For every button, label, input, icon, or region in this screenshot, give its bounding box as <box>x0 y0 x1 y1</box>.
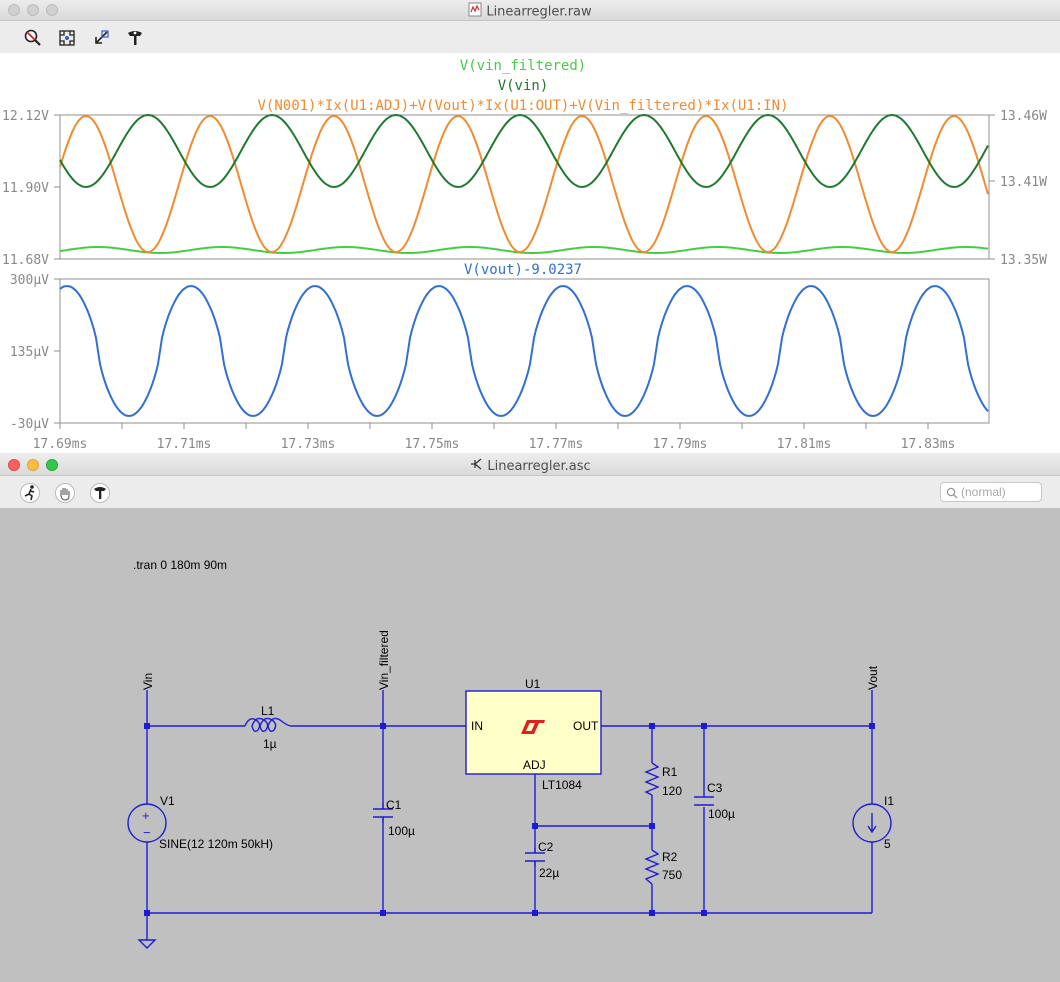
c2-label: C2 <box>538 840 554 854</box>
y-tick-label: 135µV <box>10 345 49 360</box>
waveform-toolbar <box>0 21 1060 53</box>
capacitor-c1[interactable]: C1 100µ <box>373 798 415 838</box>
search-input[interactable]: (normal) <box>940 482 1042 502</box>
trace-vin-filtered <box>59 246 989 254</box>
trace-label-vin-filtered[interactable]: V(vin_filtered) <box>460 58 586 74</box>
schematic-toolbar: (normal) <box>0 476 1060 508</box>
c2-value: 22µ <box>539 866 559 880</box>
u1-part: LT1084 <box>542 778 582 792</box>
minimize-button[interactable] <box>27 459 39 471</box>
net-label-vout[interactable]: Vout <box>866 665 880 690</box>
zoom-cancel-icon[interactable] <box>22 27 44 49</box>
trace-power <box>59 114 989 254</box>
close-button[interactable] <box>8 4 20 16</box>
r1-label: R1 <box>662 765 678 779</box>
v1-label: V1 <box>160 794 175 808</box>
y2-tick-label: 13.46W <box>1000 109 1047 124</box>
x-tick-label: 17.83ms <box>901 437 956 452</box>
u1-pin-adj: ADJ <box>523 758 546 772</box>
schematic-window: Linearregler.asc (normal) .tran 0 180m 9… <box>0 455 1060 982</box>
current-source-i1[interactable]: I1 5 <box>852 794 894 851</box>
y2-tick-label: 13.35W <box>1000 253 1047 268</box>
l1-value: 1µ <box>263 737 277 751</box>
y-tick-label: 11.90V <box>2 181 49 196</box>
wires <box>146 690 873 940</box>
hammer-icon[interactable] <box>124 27 146 49</box>
l1-label: L1 <box>261 704 275 718</box>
close-button[interactable] <box>8 459 20 471</box>
search-icon <box>946 486 958 504</box>
i1-label: I1 <box>884 794 894 808</box>
y-tick-label: 300µV <box>10 273 49 288</box>
bottom-pane-frame <box>59 278 990 424</box>
x-axis: 17.69ms 17.71ms 17.73ms 17.75ms 17.77ms 17.79… <box>33 423 956 452</box>
resistor-r2[interactable]: R2 750 <box>644 849 682 885</box>
x-tick-label: 17.73ms <box>281 437 336 452</box>
plot-area[interactable]: V(vin_filtered) V(vin) V(N001)*Ix(U1:ADJ… <box>0 53 1060 453</box>
x-tick-label: 17.77ms <box>529 437 584 452</box>
schematic-titlebar: Linearregler.asc <box>0 455 1060 476</box>
c3-value: 100µ <box>708 807 735 821</box>
trace-vout <box>59 285 989 417</box>
junction-dots <box>144 723 875 916</box>
schematic-file-icon <box>469 457 483 476</box>
autorange-icon[interactable] <box>56 27 78 49</box>
capacitor-c3[interactable]: C3 100µ <box>694 781 735 821</box>
zoom-back-icon[interactable] <box>90 27 112 49</box>
pan-hand-icon[interactable] <box>54 482 76 504</box>
window-title: Linearregler.asc <box>487 459 591 474</box>
u1-pin-out: OUT <box>573 719 599 733</box>
x-tick-label: 17.75ms <box>405 437 460 452</box>
zoom-button[interactable] <box>46 459 58 471</box>
regulator-u1[interactable]: U1 IN OUT ADJ LT1084 <box>465 677 602 792</box>
plus-sign: + <box>142 808 150 823</box>
r1-value: 120 <box>662 784 682 798</box>
c1-value: 100µ <box>388 824 415 838</box>
net-label-vin[interactable]: Vin <box>141 673 155 690</box>
voltage-source-v1[interactable]: + − V1 SINE(12 120m 50kH) <box>127 794 273 851</box>
y-tick-label: 12.12V <box>2 109 49 124</box>
resistor-r1[interactable]: R1 120 <box>644 762 682 798</box>
y-tick-label: 11.68V <box>2 253 49 268</box>
hammer-icon[interactable] <box>89 482 111 504</box>
c1-label: C1 <box>386 798 402 812</box>
search-placeholder: (normal) <box>961 485 1006 499</box>
schematic-drawing[interactable]: .tran 0 180m 90m <box>0 508 1060 982</box>
u1-pin-in: IN <box>471 719 483 733</box>
y2-tick-label: 13.41W <box>1000 175 1047 190</box>
minimize-button[interactable] <box>27 4 39 16</box>
u1-label: U1 <box>525 677 541 691</box>
spice-directive[interactable]: .tran 0 180m 90m <box>133 558 227 572</box>
x-tick-label: 17.69ms <box>33 437 88 452</box>
x-tick-label: 17.79ms <box>653 437 708 452</box>
r2-label: R2 <box>662 850 678 864</box>
waveform-plot[interactable]: V(vin_filtered) V(vin) V(N001)*Ix(U1:ADJ… <box>0 53 1060 453</box>
inductor-l1[interactable]: L1 1µ <box>244 704 292 751</box>
top-pane-frame <box>59 114 990 260</box>
zoom-button[interactable] <box>46 4 58 16</box>
v1-value: SINE(12 120m 50kH) <box>159 837 273 851</box>
y-tick-label: -30µV <box>10 417 49 432</box>
run-icon[interactable] <box>19 482 41 504</box>
schematic-canvas[interactable]: .tran 0 180m 90m <box>0 508 1060 982</box>
trace-vin <box>59 113 989 189</box>
capacitor-c2[interactable]: C2 22µ <box>525 840 559 880</box>
i1-value: 5 <box>884 837 891 851</box>
net-label-vin-filtered[interactable]: Vin_filtered <box>377 630 391 690</box>
waveform-titlebar: Linearregler.raw <box>0 0 1060 21</box>
lt-logo-icon <box>521 720 545 734</box>
trace-label-power[interactable]: V(N001)*Ix(U1:ADJ)+V(Vout)*Ix(U1:OUT)+V(… <box>257 98 788 114</box>
window-title: Linearregler.raw <box>486 4 592 20</box>
waveform-window: Linearregler.raw V(vin_filtered) V(vin) … <box>0 0 1060 453</box>
x-tick-label: 17.81ms <box>777 437 832 452</box>
c3-label: C3 <box>707 781 723 795</box>
r2-value: 750 <box>662 868 682 882</box>
trace-label-vout[interactable]: V(vout)-9.0237 <box>464 262 582 278</box>
x-tick-label: 17.71ms <box>157 437 212 452</box>
trace-label-vin[interactable]: V(vin) <box>498 78 549 94</box>
minus-sign: − <box>143 825 151 840</box>
ground-icon[interactable] <box>137 939 157 949</box>
raw-file-icon <box>468 2 482 22</box>
